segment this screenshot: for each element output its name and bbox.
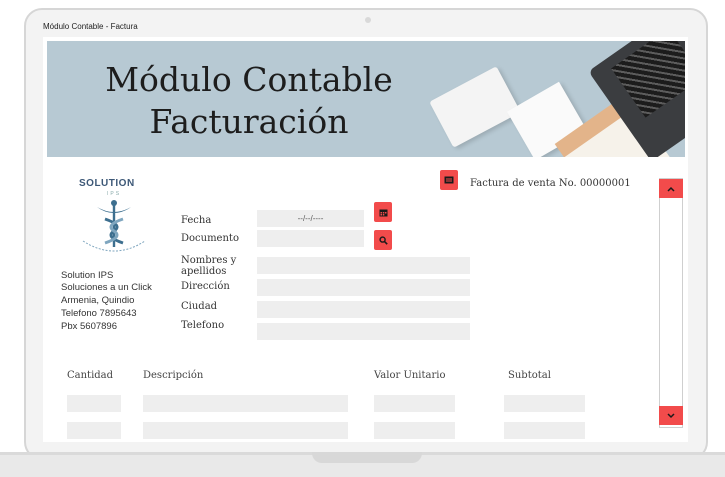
column-header-descripcion: Descripción xyxy=(143,370,204,381)
page-title-line: Módulo Contable xyxy=(105,60,393,99)
direccion-label: Dirección xyxy=(181,281,230,292)
scroll-down-button[interactable] xyxy=(659,406,683,425)
header-banner: Módulo Contable Facturación xyxy=(47,41,685,157)
fecha-label: Fecha xyxy=(181,215,212,226)
direccion-input[interactable] xyxy=(257,279,470,296)
company-info-line: Armenia, Quindio xyxy=(61,295,135,306)
subtotal-input[interactable] xyxy=(504,395,585,412)
window-title: Módulo Contable - Factura xyxy=(43,22,138,31)
ciudad-input[interactable] xyxy=(257,301,470,318)
page-title-line: Facturación xyxy=(149,102,349,141)
nombres-input[interactable] xyxy=(257,257,470,274)
nombres-label: Nombres y apellidos xyxy=(181,255,236,277)
invoice-receipt-button[interactable] xyxy=(440,170,458,190)
app-screen: Módulo Contable Facturación SOLUTION IPS… xyxy=(43,37,688,442)
cantidad-input[interactable] xyxy=(67,422,121,439)
fecha-input[interactable]: --/--/---- xyxy=(257,210,364,227)
company-info-line: Soluciones a un Click xyxy=(61,282,152,293)
search-button[interactable] xyxy=(374,230,392,250)
telefono-input[interactable] xyxy=(257,323,470,340)
chevron-down-icon xyxy=(667,412,675,418)
column-header-valor-unitario: Valor Unitario xyxy=(374,370,446,381)
search-icon xyxy=(378,235,388,245)
descripcion-input[interactable] xyxy=(143,422,348,439)
scrollbar-track[interactable] xyxy=(659,178,683,428)
company-logo-name: SOLUTION xyxy=(79,178,135,189)
invoice-number: Factura de venta No. 00000001 xyxy=(470,178,631,189)
page-title: Módulo Contable Facturación xyxy=(47,59,451,143)
company-logo-sub: IPS xyxy=(107,191,122,197)
laptop-base-notch xyxy=(312,452,422,463)
subtotal-input[interactable] xyxy=(504,422,585,439)
company-info-line: Pbx 5607896 xyxy=(61,321,117,332)
ciudad-label: Ciudad xyxy=(181,301,218,312)
chevron-up-icon xyxy=(667,186,675,192)
webcam-dot xyxy=(365,17,371,23)
company-info-line: Telefono 7895643 xyxy=(61,308,137,319)
nombres-label-line: Nombres y xyxy=(181,255,237,266)
caduceus-icon xyxy=(82,200,146,252)
documento-label: Documento xyxy=(181,233,239,244)
telefono-label: Telefono xyxy=(181,320,225,331)
documento-input[interactable] xyxy=(257,230,364,247)
valor-unitario-input[interactable] xyxy=(374,395,455,412)
column-header-subtotal: Subtotal xyxy=(508,370,551,381)
cantidad-input[interactable] xyxy=(67,395,121,412)
valor-unitario-input[interactable] xyxy=(374,422,455,439)
scroll-up-button[interactable] xyxy=(659,179,683,198)
company-info-line: Solution IPS xyxy=(61,270,114,281)
column-header-cantidad: Cantidad xyxy=(67,370,114,381)
receipt-icon xyxy=(444,176,454,184)
nombres-label-line: apellidos xyxy=(181,266,227,277)
descripcion-input[interactable] xyxy=(143,395,348,412)
calendar-icon xyxy=(379,209,387,216)
calendar-button[interactable] xyxy=(374,202,392,222)
